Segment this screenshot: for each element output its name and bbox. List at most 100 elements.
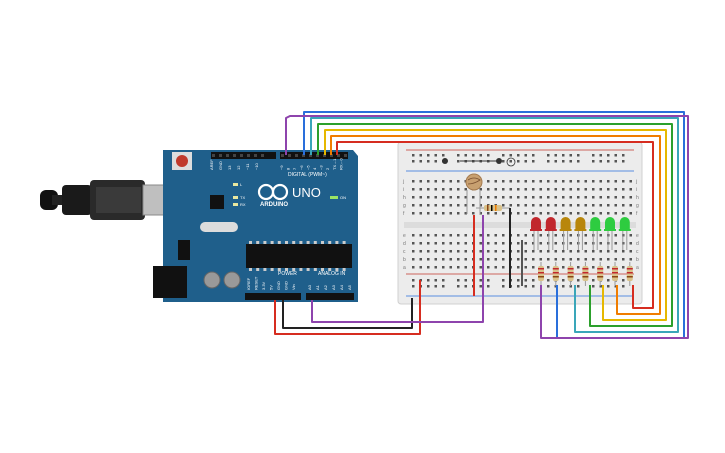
row-letter: h bbox=[636, 195, 639, 201]
reset-button[interactable] bbox=[172, 152, 192, 170]
capacitor-2 bbox=[223, 271, 241, 289]
wire-d2 bbox=[336, 141, 654, 309]
wire-d5 bbox=[317, 123, 673, 327]
led-green[interactable] bbox=[589, 217, 602, 250]
led-resistor[interactable] bbox=[626, 262, 633, 286]
rx-led bbox=[233, 203, 238, 206]
led-resistor[interactable] bbox=[582, 262, 589, 286]
wire-d8-purple bbox=[285, 115, 689, 339]
wire-5v bbox=[274, 280, 421, 335]
top-pin-label: 7 bbox=[292, 167, 297, 170]
row-letter: d bbox=[403, 241, 406, 247]
power-label: POWER bbox=[278, 271, 297, 277]
power-pin-label: 3.3V bbox=[261, 281, 266, 290]
crystal bbox=[200, 222, 238, 232]
led-resistor[interactable] bbox=[597, 262, 604, 286]
led-resistor-group[interactable] bbox=[538, 262, 633, 286]
row-letter: c bbox=[636, 249, 639, 255]
arduino-logo: ARDUINO bbox=[257, 183, 288, 208]
tx-led bbox=[233, 196, 238, 199]
usb-cable[interactable] bbox=[40, 180, 170, 220]
top-pin-label: 8 bbox=[286, 167, 291, 170]
led-resistor[interactable] bbox=[567, 262, 574, 286]
l-led bbox=[233, 183, 238, 186]
power-header bbox=[245, 293, 301, 300]
photoresistor[interactable] bbox=[465, 173, 483, 214]
wire-a0 bbox=[311, 215, 484, 323]
digital-header-left bbox=[211, 152, 276, 159]
row-letter: c bbox=[403, 249, 406, 255]
row-letter: a bbox=[403, 265, 406, 271]
led-yellow[interactable] bbox=[574, 217, 587, 250]
row-letter: e bbox=[636, 233, 639, 239]
row-letter: h bbox=[403, 195, 406, 201]
top-pin-label: GND bbox=[218, 161, 223, 170]
top-pin-label: 2 bbox=[325, 167, 330, 170]
row-letter: g bbox=[636, 203, 639, 209]
top-pin-label: ~3 bbox=[319, 165, 324, 170]
top-pin-label: AREF bbox=[209, 159, 214, 170]
analog-pin-label: A2 bbox=[323, 284, 328, 290]
row-letter: j bbox=[402, 179, 404, 185]
top-pin-label: 13 bbox=[227, 165, 232, 170]
led-green[interactable] bbox=[604, 217, 616, 250]
led-red[interactable] bbox=[544, 217, 557, 250]
row-letter: d bbox=[636, 241, 639, 247]
svg-text:ON: ON bbox=[340, 195, 346, 200]
led-yellow[interactable] bbox=[559, 217, 572, 250]
svg-text:TX: TX bbox=[240, 195, 245, 200]
row-letter: b bbox=[636, 257, 639, 263]
led-resistor[interactable] bbox=[538, 262, 544, 286]
svg-text:RX: RX bbox=[240, 202, 246, 207]
row-letter: j bbox=[635, 179, 637, 185]
led-resistor[interactable] bbox=[612, 262, 618, 286]
digital-header-right bbox=[280, 152, 348, 159]
power-pin-label: RESET bbox=[254, 276, 259, 290]
power-pin-label: 5V bbox=[269, 285, 274, 290]
row-letter: b bbox=[403, 257, 406, 263]
analog-pin-label: A0 bbox=[307, 284, 312, 290]
top-pin-label: ~11 bbox=[245, 163, 250, 170]
power-pin-label: IOREF bbox=[246, 277, 251, 290]
analog-pin-label: A5 bbox=[347, 284, 352, 290]
capacitor-1 bbox=[203, 271, 221, 289]
row-letter: i bbox=[403, 187, 404, 193]
analog-pin-label: A1 bbox=[315, 284, 320, 290]
row-letter: a bbox=[636, 265, 639, 271]
power-pin-label: GND bbox=[276, 281, 281, 290]
top-pin-label: TX→1 bbox=[332, 158, 337, 170]
analog-pin-label: A4 bbox=[339, 284, 344, 290]
row-letter: g bbox=[403, 203, 406, 209]
top-pin-label: ~10 bbox=[254, 162, 259, 170]
atmega-chip bbox=[246, 244, 352, 268]
top-pin-label: 12 bbox=[236, 165, 241, 170]
wire-d3 bbox=[330, 135, 661, 315]
usb-chip bbox=[210, 195, 224, 209]
power-jack[interactable] bbox=[153, 266, 187, 298]
led-resistor[interactable] bbox=[552, 262, 559, 286]
wires[interactable] bbox=[274, 106, 690, 344]
top-pin-label: ~6 bbox=[299, 165, 304, 170]
top-pin-label: ~9 bbox=[279, 165, 284, 170]
resistor-ldr[interactable] bbox=[476, 205, 510, 211]
regulator bbox=[178, 240, 190, 260]
wire-d6 bbox=[310, 117, 679, 333]
digital-label: DIGITAL (PWM~) bbox=[288, 172, 327, 178]
power-pin-label: GND bbox=[284, 281, 289, 290]
analog-pin-label: A3 bbox=[331, 284, 336, 290]
top-pin-label: ~5 bbox=[305, 165, 310, 170]
wire-d4 bbox=[324, 129, 667, 321]
top-pin-label: 4 bbox=[312, 167, 317, 170]
analog-header bbox=[306, 293, 354, 300]
led-red[interactable] bbox=[530, 217, 542, 250]
row-letter: i bbox=[636, 187, 637, 193]
led-green[interactable] bbox=[618, 217, 631, 250]
svg-text:L: L bbox=[240, 182, 243, 187]
on-led bbox=[330, 196, 338, 199]
led-group[interactable] bbox=[530, 217, 631, 250]
row-letter: f bbox=[403, 211, 405, 217]
